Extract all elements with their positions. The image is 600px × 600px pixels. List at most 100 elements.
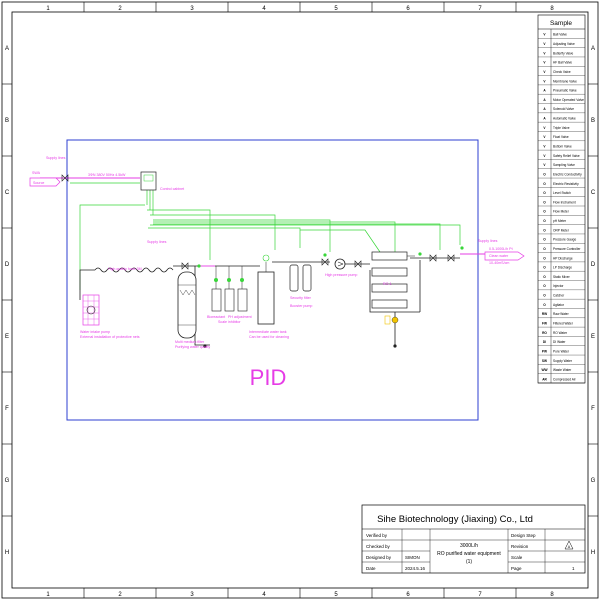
- instrument-markers: [197, 246, 464, 348]
- legend-item-label: Electric Conductivity: [553, 172, 582, 176]
- grid-row-label-left: A: [5, 46, 9, 52]
- legend-item-label: Compressed Air: [553, 377, 577, 381]
- legend-item-label: Waste Water: [553, 368, 572, 372]
- pid-boundary-frame: [66, 139, 479, 421]
- legend-item-symbol: O: [543, 172, 546, 176]
- legend-item-label: Solenoid Valve: [553, 107, 574, 111]
- legend-item-label: Float Valve: [553, 135, 569, 139]
- legend-item-symbol: O: [543, 275, 546, 279]
- legend-item-label: Check Valve: [553, 70, 571, 74]
- legend-item: A Automatic Valve: [538, 117, 585, 123]
- legend-item-label: Adjusting Valve: [553, 42, 575, 46]
- legend-item-label: Level Switch: [553, 191, 571, 195]
- legend-item-label: Butterfly Valve: [553, 51, 574, 55]
- grid-row-label-right: H: [591, 550, 595, 556]
- legend-item-symbol: V: [543, 42, 546, 46]
- grid-row-label-right: B: [591, 118, 595, 124]
- legend-item-symbol: O: [543, 191, 546, 195]
- legend-item-label: Flow Meter: [553, 210, 570, 214]
- supply-lines-right-label: Supply lines: [478, 239, 498, 243]
- page-number: 1: [572, 566, 575, 571]
- multi-filter-label-2: Purifying water quality: [175, 345, 210, 349]
- control-cabinet-label: Control cabinet: [160, 187, 184, 191]
- high-pressure-pump-label: High pressure pump: [325, 273, 357, 277]
- intermediate-tank-label-1: Intermediate water tank: [249, 330, 287, 334]
- grid-col-label-bottom: 4: [262, 592, 266, 598]
- legend-item: V Check Valve: [538, 70, 585, 76]
- grid-col-label-top: 8: [550, 6, 554, 12]
- grid-row-label-left: G: [5, 478, 10, 484]
- signal-wiring: [70, 182, 461, 290]
- bioreactant-label: Bioreactant: [207, 315, 225, 319]
- legend-item: RW Raw Water: [538, 312, 585, 318]
- legend-item: O Level Switch: [538, 191, 585, 197]
- legend-item-label: Bottom Valve: [553, 144, 572, 148]
- revision-triangle-icon: [564, 540, 574, 550]
- grid-col-label-top: 1: [46, 6, 50, 12]
- ro-membrane-array: [371, 251, 415, 325]
- flow-spec-bottom-label: 10-40mS/cm: [489, 261, 509, 265]
- legend-item-label: Automatic Valve: [553, 117, 576, 121]
- legend-item-symbol: O: [543, 219, 546, 223]
- grid-row-label-left: E: [5, 334, 9, 340]
- grid-col-label-bottom: 6: [406, 592, 410, 598]
- legend-item-label: Pneumatic Valve: [553, 89, 577, 93]
- legend-item-label: Pressure Gauge: [553, 238, 576, 242]
- clean-water-label: Clean water: [489, 254, 509, 258]
- legend-item-symbol: O: [543, 210, 546, 214]
- date-value: 2024.5.16: [405, 566, 426, 571]
- legend-item-symbol: A: [543, 98, 546, 102]
- intake-pump-label-2: External installation of protective nets: [80, 335, 140, 339]
- legend-item-symbol: PW: [542, 349, 547, 353]
- legend-item-symbol: O: [543, 294, 546, 298]
- legend-item-symbol: V: [543, 61, 546, 65]
- legend-item-symbol: O: [543, 247, 546, 251]
- intermediate-tank-label-2: Can be used for cleaning: [249, 335, 289, 339]
- grid-col-label-bottom: 1: [46, 592, 50, 598]
- legend-item-symbol: V: [543, 70, 546, 74]
- legend-item-label: Raw Water: [553, 312, 570, 316]
- legend-item-label: HF Ball Valve: [553, 61, 572, 65]
- legend-item-label: LP Discharge: [553, 266, 572, 270]
- legend-item-symbol: WW: [541, 368, 547, 372]
- legend-item-label: Filtered Water: [553, 321, 574, 325]
- control-cabinet: [140, 171, 157, 191]
- legend-item-symbol: A: [543, 117, 546, 121]
- legend-item-symbol: RW: [542, 312, 547, 316]
- supply-lines-mid-label: Supply lines: [147, 240, 167, 244]
- grid-col-label-top: 5: [334, 6, 338, 12]
- legend-item-symbol: O: [543, 200, 546, 204]
- high-pressure-pump: [334, 258, 346, 270]
- page-label: Page: [511, 566, 522, 571]
- multi-medium-filter: [177, 271, 197, 339]
- legend-item-label: pH Meter: [553, 219, 567, 223]
- capacity-label: 3000L/h: [460, 543, 478, 549]
- legend-item-symbol: V: [543, 144, 546, 148]
- grid-row-label-right: G: [591, 478, 596, 484]
- grid-col-label-top: 2: [118, 6, 122, 12]
- legend-item-symbol: DI: [543, 340, 546, 344]
- legend-item-label: RO Water: [553, 331, 568, 335]
- flow-spec-top-label: 0.5-1000L/h Pt: [489, 247, 513, 251]
- grid-col-label-top: 6: [406, 6, 410, 12]
- grid-col-label-top: 4: [262, 6, 266, 12]
- legend-item: V HF Ball Valve: [538, 61, 585, 67]
- legend-item-symbol: O: [543, 238, 546, 242]
- grid-col-label-bottom: 8: [550, 592, 554, 598]
- grid-col-label-bottom: 5: [334, 592, 338, 598]
- security-filter: [289, 264, 312, 292]
- grid-row-label-left: H: [5, 550, 9, 556]
- legend-item-label: Membrane Valve: [553, 79, 577, 83]
